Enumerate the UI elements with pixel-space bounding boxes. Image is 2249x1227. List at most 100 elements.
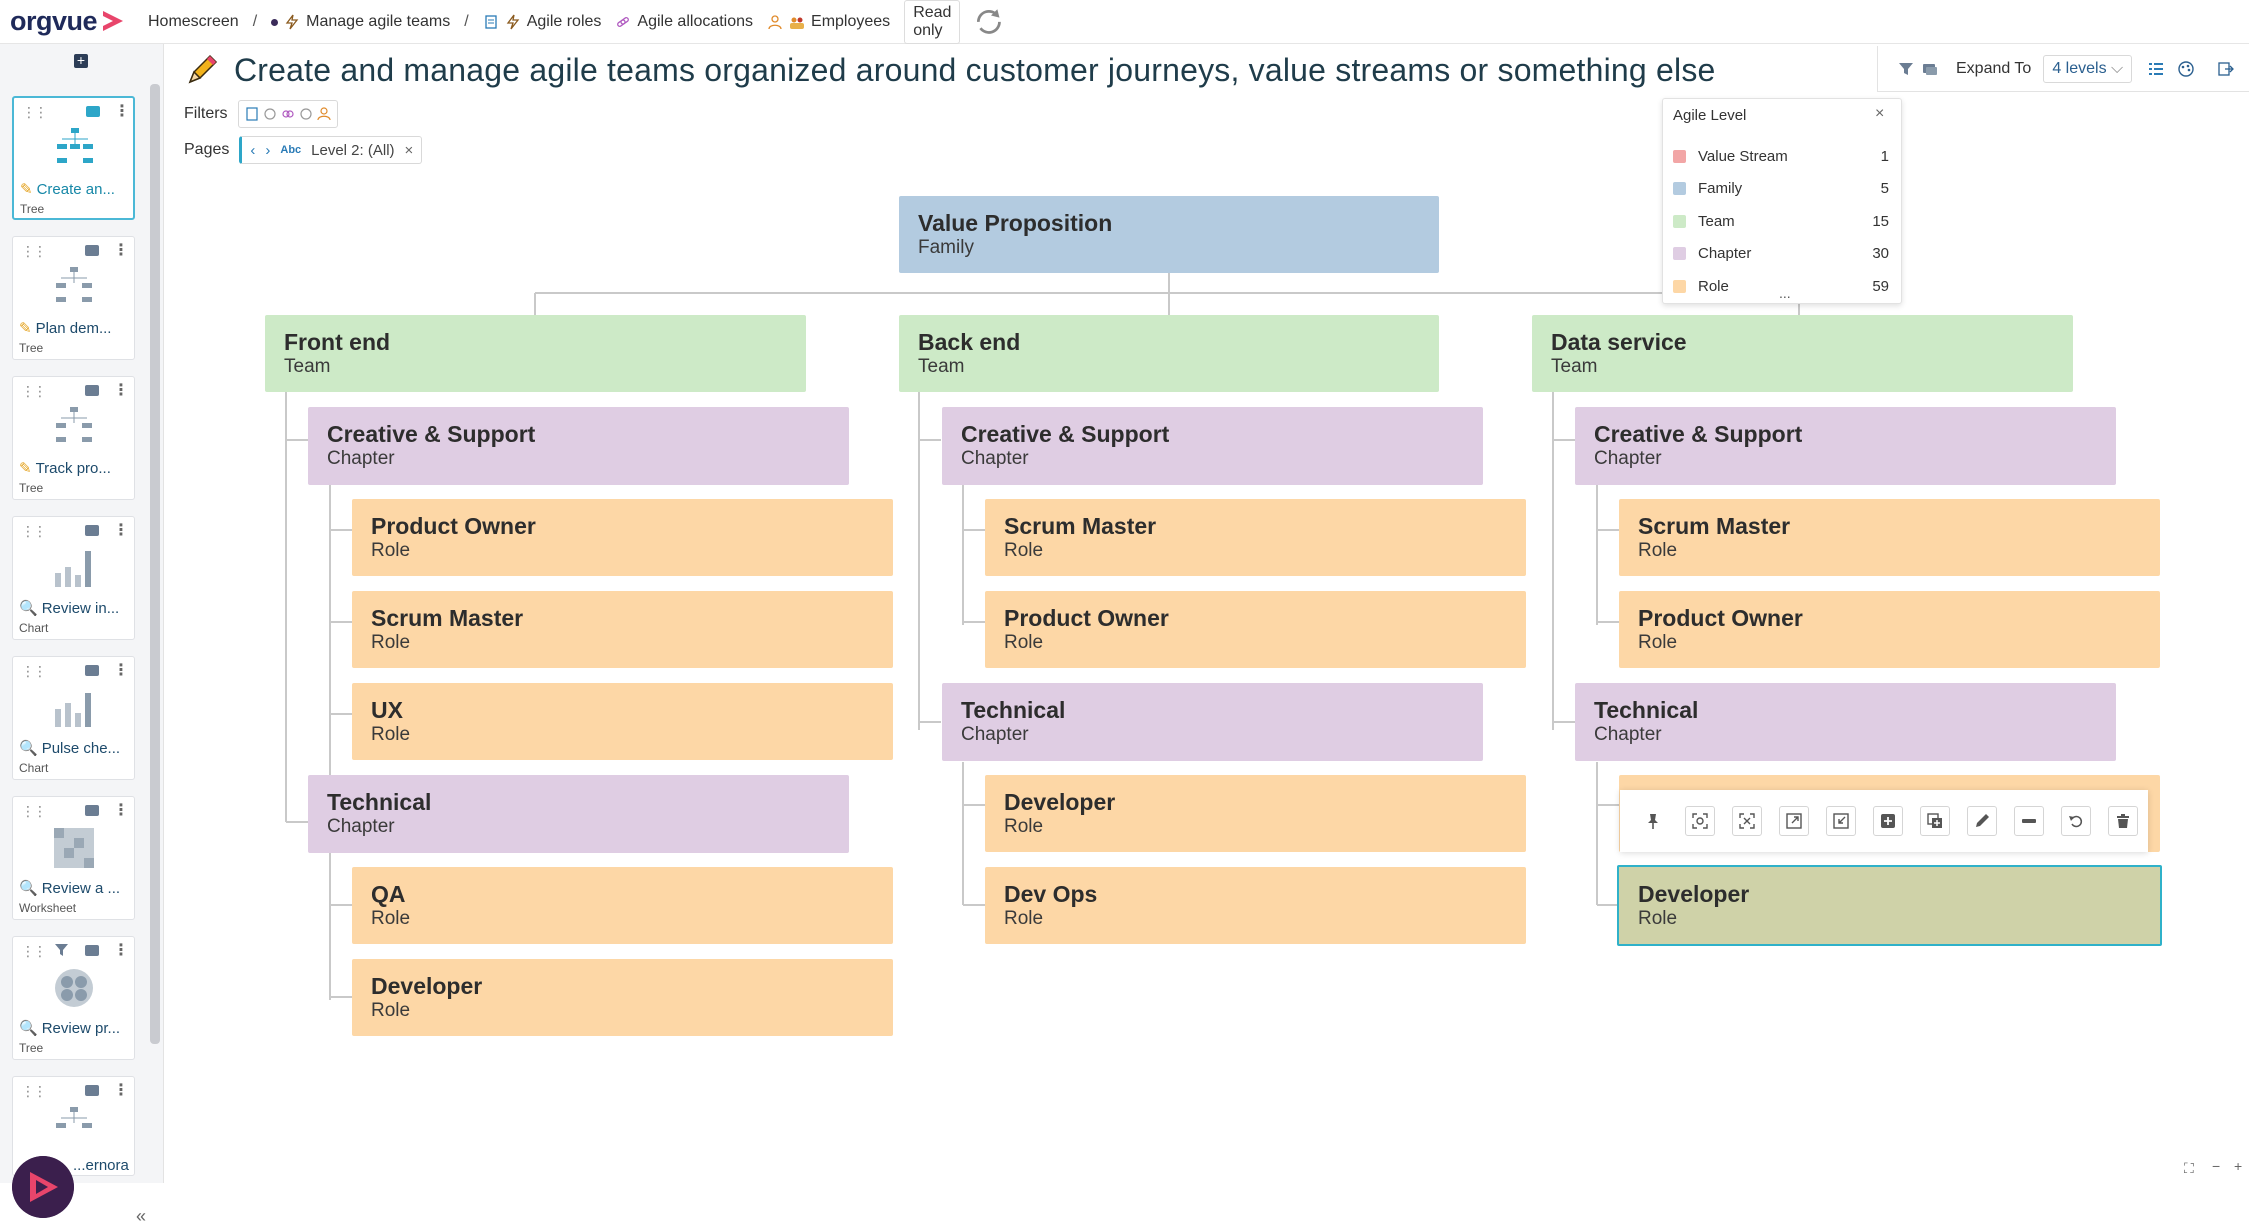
drag-handle-icon[interactable]: ⋮⋮	[21, 803, 47, 819]
expand-in-icon[interactable]	[1826, 806, 1856, 836]
tree-node-team[interactable]: Data service Team	[1532, 315, 2073, 392]
duplicate-icon[interactable]	[1920, 806, 1950, 836]
filter-icon[interactable]	[1898, 61, 1914, 77]
tree-node-role[interactable]: Developer Role	[985, 775, 1526, 852]
comment-icon[interactable]	[85, 805, 99, 816]
drag-handle-icon[interactable]: ⋮⋮	[21, 243, 47, 259]
more-menu-icon[interactable]: ⋮	[113, 382, 129, 399]
more-menu-icon[interactable]: ⋮	[113, 942, 129, 959]
sidebar-card[interactable]: ⋮⋮ ⋮ ✎Create an... Tree	[12, 96, 135, 220]
sidebar-card[interactable]: ⋮⋮ ⋮ 🔍Review in... Chart	[12, 516, 135, 640]
tree-node-role[interactable]: Scrum Master Role	[1619, 499, 2160, 576]
filter-chips[interactable]	[237, 100, 338, 128]
sidebar-card[interactable]: ⋮⋮ ⋮ 🔍Review a ... Worksheet	[12, 796, 135, 920]
comment-icon[interactable]	[85, 245, 99, 256]
more-menu-icon[interactable]: ⋮	[113, 662, 129, 679]
legend-item[interactable]: Role 59	[1673, 276, 1889, 296]
more-menu-icon[interactable]: ⋮	[113, 242, 129, 259]
legend-more-indicator[interactable]: ...	[1779, 285, 1791, 301]
expand-levels-select[interactable]: 4 levels ⌵	[2043, 54, 2133, 83]
breadcrumb-homescreen[interactable]: Homescreen	[148, 13, 239, 31]
tree-node-family[interactable]: Value Proposition Family	[899, 196, 1439, 273]
focus-icon[interactable]	[1685, 806, 1715, 836]
tree-node-role[interactable]: Developer Role	[352, 959, 893, 1036]
orgvue-logo[interactable]: orgvue	[10, 6, 125, 36]
link-icon	[617, 17, 630, 27]
fullscreen-icon[interactable]: ⛶	[2184, 1160, 2194, 1176]
tree-node-team[interactable]: Back end Team	[899, 315, 1439, 392]
tab-employees[interactable]: Employees	[767, 13, 890, 31]
refresh-icon[interactable]	[972, 5, 1006, 39]
tree-node-role[interactable]: UX Role	[352, 683, 893, 760]
drag-handle-icon[interactable]: ⋮⋮	[21, 1083, 47, 1099]
comment-icon[interactable]	[85, 385, 99, 396]
chevron-left-icon[interactable]: ‹	[250, 141, 256, 159]
more-menu-icon[interactable]: ⋮	[113, 802, 129, 819]
palette-icon[interactable]	[2178, 60, 2194, 77]
filter-icon	[55, 944, 68, 956]
breadcrumb-manage-agile-teams[interactable]: Manage agile teams	[271, 13, 450, 31]
zoom-in-icon[interactable]: +	[2234, 1158, 2243, 1174]
more-menu-icon[interactable]: ⋮	[113, 1082, 129, 1099]
add-page-button[interactable]: +	[74, 53, 88, 68]
tree-node-chapter[interactable]: Creative & Support Chapter	[308, 407, 849, 485]
sidebar-card[interactable]: ⋮⋮ ⋮ 🔍Review pr... Tree	[12, 936, 135, 1060]
comment-icon[interactable]	[85, 945, 99, 956]
chevron-right-icon[interactable]: ›	[265, 141, 271, 159]
sidebar-card[interactable]: ⋮⋮ ⋮ ✎Plan dem... Tree	[12, 236, 135, 360]
minus-icon[interactable]	[2014, 806, 2044, 836]
node-type: Chapter	[1594, 724, 1662, 745]
sidebar-card[interactable]: ⋮⋮ ⋮ 🔍Pulse che... Chart	[12, 656, 135, 780]
page-selector[interactable]: ‹ › Abc Level 2: (All) ×	[239, 136, 423, 164]
expand-out-icon[interactable]	[1779, 806, 1809, 836]
drag-handle-icon[interactable]: ⋮⋮	[21, 523, 47, 539]
tree-node-chapter[interactable]: Technical Chapter	[1575, 683, 2116, 761]
export-icon[interactable]	[2218, 61, 2235, 77]
delete-icon[interactable]	[2108, 806, 2138, 836]
legend-item[interactable]: Family 5	[1673, 178, 1889, 198]
tree-node-chapter[interactable]: Technical Chapter	[942, 683, 1483, 761]
comment-icon[interactable]	[85, 1085, 99, 1096]
legend-item[interactable]: Chapter 30	[1673, 243, 1889, 263]
tab-agile-allocations[interactable]: Agile allocations	[615, 13, 753, 31]
tree-node-role-selected[interactable]: Developer Role	[1617, 865, 2162, 946]
drag-handle-icon[interactable]: ⋮⋮	[22, 104, 48, 120]
tree-node-role[interactable]: Product Owner Role	[985, 591, 1526, 668]
legend-item-label: Team	[1698, 212, 1735, 230]
legend-item[interactable]: Value Stream 1	[1673, 146, 1889, 166]
tree-node-role[interactable]: Scrum Master Role	[985, 499, 1526, 576]
drag-handle-icon[interactable]: ⋮⋮	[21, 383, 47, 399]
tree-node-role[interactable]: Product Owner Role	[352, 499, 893, 576]
undo-icon[interactable]	[2061, 806, 2091, 836]
close-icon[interactable]: ×	[1875, 105, 1885, 122]
comment-icon[interactable]	[86, 106, 100, 117]
tab-agile-roles[interactable]: Agile roles	[483, 13, 601, 31]
tree-node-chapter[interactable]: Technical Chapter	[308, 775, 849, 853]
tree-node-role[interactable]: Dev Ops Role	[985, 867, 1526, 944]
tree-node-chapter[interactable]: Creative & Support Chapter	[942, 407, 1483, 485]
pin-icon[interactable]	[1638, 806, 1668, 836]
list-view-icon[interactable]	[2148, 61, 2164, 77]
comment-icon[interactable]	[85, 525, 99, 536]
collapse-icon[interactable]	[1732, 806, 1762, 836]
tree-node-role[interactable]: Product Owner Role	[1619, 591, 2160, 668]
tree-node-role[interactable]: QA Role	[352, 867, 893, 944]
comment-icon[interactable]	[1922, 61, 1938, 77]
legend-item[interactable]: Team 15	[1673, 211, 1889, 231]
drag-handle-icon[interactable]: ⋮⋮	[21, 943, 47, 959]
edit-icon[interactable]	[1967, 806, 1997, 836]
zoom-out-icon[interactable]: −	[2212, 1158, 2221, 1174]
tree-node-team[interactable]: Front end Team	[265, 315, 806, 392]
sidebar-scrollbar[interactable]	[150, 84, 160, 1044]
more-menu-icon[interactable]: ⋮	[114, 103, 130, 120]
add-child-icon[interactable]	[1873, 806, 1903, 836]
orgvue-assistant-button[interactable]	[12, 1156, 74, 1218]
tree-node-chapter[interactable]: Creative & Support Chapter	[1575, 407, 2116, 485]
tree-node-role[interactable]: Scrum Master Role	[352, 591, 893, 668]
collapse-sidebar-icon[interactable]: «	[136, 1206, 147, 1226]
sidebar-card[interactable]: ⋮⋮ ⋮ ✎Track pro... Tree	[12, 376, 135, 500]
drag-handle-icon[interactable]: ⋮⋮	[21, 663, 47, 679]
close-icon[interactable]: ×	[404, 141, 414, 159]
more-menu-icon[interactable]: ⋮	[113, 522, 129, 539]
comment-icon[interactable]	[85, 665, 99, 676]
